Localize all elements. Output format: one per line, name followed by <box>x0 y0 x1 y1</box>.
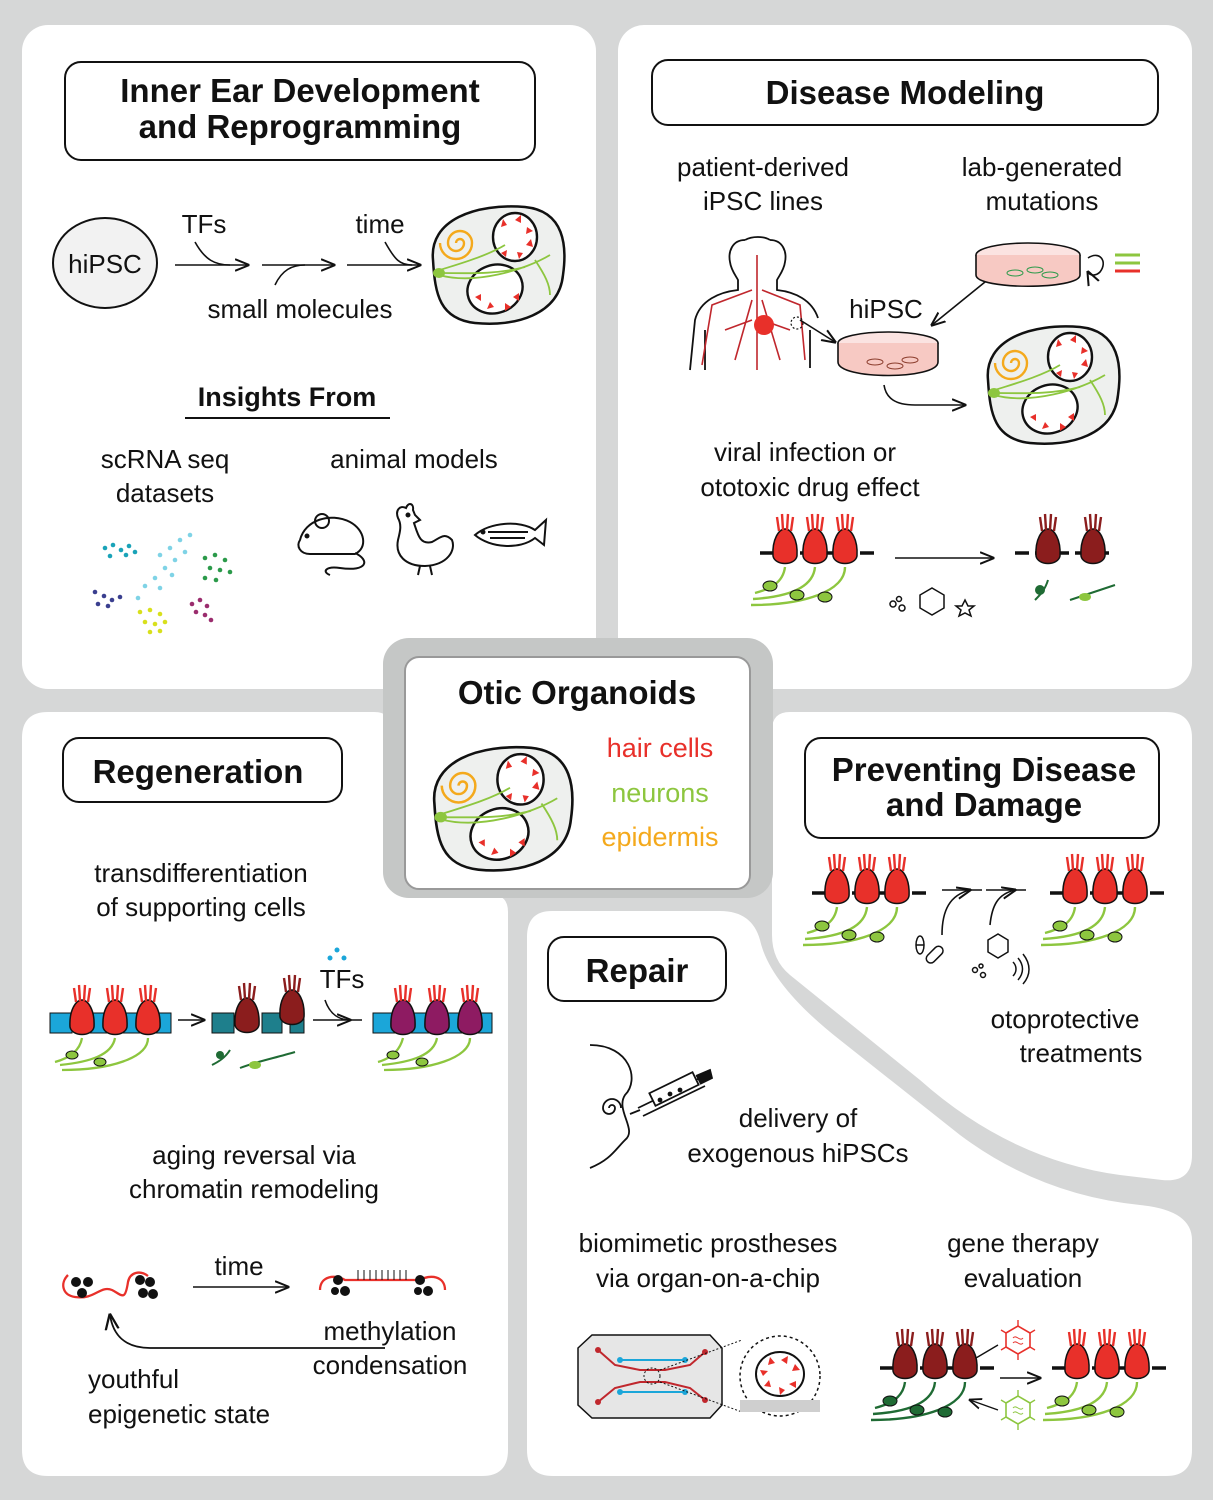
regen-arrow-2 <box>313 999 362 1020</box>
gene-bars-icon <box>1115 253 1140 273</box>
lab-line1: lab-generated <box>962 152 1122 182</box>
virus-icons <box>970 1320 1036 1430</box>
disease-title-box <box>651 59 1159 126</box>
delivery-line2: exogenous hiPSCs <box>687 1138 908 1168</box>
disease-hipsc-label: hiPSC <box>849 294 923 324</box>
lab-arrow <box>932 281 986 325</box>
preventing-arrow-1 <box>941 890 982 936</box>
legend-epidermis: epidermis <box>601 822 718 852</box>
development-title-box <box>64 61 536 161</box>
scrna-clusters <box>92 532 233 635</box>
supporting-cells-start <box>49 983 172 1072</box>
bio-line1: biomimetic prostheses <box>579 1228 838 1258</box>
legend-hair-cells: hair cells <box>607 733 714 763</box>
vessels <box>701 255 806 370</box>
center-title: Otic Organoids <box>458 674 696 711</box>
reversal-arrow <box>110 1315 385 1349</box>
development-arrows <box>175 241 420 286</box>
small-molecules-label: small molecules <box>208 294 393 324</box>
biopsy-marker <box>790 316 804 330</box>
chromatin-condensed <box>318 1270 447 1296</box>
trans-line2: of supporting cells <box>96 892 306 922</box>
time-label: time <box>355 209 404 239</box>
hipsc-dish <box>837 331 939 377</box>
preventing-title-line2: and Damage <box>886 786 1082 823</box>
supporting-cells-damaged <box>211 973 306 1069</box>
otoprotective-line2: treatments <box>1020 1038 1143 1068</box>
repair-title: Repair <box>586 952 689 989</box>
organ-on-chip-icon <box>577 1334 821 1419</box>
regeneration-title: Regeneration <box>93 753 304 790</box>
development-title-line1: Inner Ear Development <box>120 72 479 109</box>
zebrafish-icon <box>473 517 548 547</box>
hair-cells-damaged <box>1015 512 1116 601</box>
ear-injection-icon <box>589 1044 714 1169</box>
patient-arrow <box>799 319 835 342</box>
supporting-cells-regenerated <box>372 983 493 1072</box>
regen-tfs-label: TFs <box>320 964 365 994</box>
drug-icons <box>889 587 977 618</box>
gene-line2: evaluation <box>964 1263 1083 1293</box>
scrna-line1: scRNA seq <box>101 444 230 474</box>
bio-line2: via organ-on-a-chip <box>596 1263 820 1293</box>
organoid-disease <box>986 325 1121 445</box>
animal-models-label: animal models <box>330 444 498 474</box>
hipsc-cell <box>52 217 158 309</box>
tfs-label: TFs <box>182 209 227 239</box>
preventing-arrow-2 <box>986 890 1026 926</box>
gene-line1: gene therapy <box>947 1228 1099 1258</box>
otoprotective-line1: otoprotective <box>991 1004 1140 1034</box>
dish-to-organoid-arrow <box>883 384 965 405</box>
regeneration-title-box <box>62 737 343 803</box>
lab-dish <box>975 242 1081 288</box>
hipsc-label: hiPSC <box>68 249 142 279</box>
lab-line2: mutations <box>986 186 1099 216</box>
preventing-title-line1: Preventing Disease <box>832 751 1136 788</box>
youthful-line2: epigenetic state <box>88 1399 270 1429</box>
organoid-development <box>431 205 566 325</box>
preventing-title-box <box>804 737 1160 839</box>
development-title-line2: and Reprogramming <box>139 108 462 145</box>
patient-line2: iPSC lines <box>703 186 823 216</box>
methyl-line2: condensation <box>313 1350 468 1380</box>
aging-line2: chromatin remodeling <box>129 1174 379 1204</box>
chromatin-open <box>62 1271 158 1299</box>
disease-title: Disease Modeling <box>766 74 1045 111</box>
methyl-line1: methylation <box>324 1316 457 1346</box>
viral-line2: ototoxic drug effect <box>700 472 920 502</box>
aging-line1: aging reversal via <box>152 1140 356 1170</box>
repair-title-box <box>547 936 727 1002</box>
chromatin-time-label: time <box>214 1251 263 1281</box>
insights-heading: Insights From <box>198 382 377 412</box>
trans-line1: transdifferentiation <box>94 858 307 888</box>
legend-neurons: neurons <box>611 778 709 808</box>
crispr-cycle-icon <box>1088 254 1104 275</box>
tfs-drops <box>327 947 347 961</box>
otoprotective-icons <box>915 933 1030 985</box>
organoid-center <box>432 745 574 872</box>
viral-line1: viral infection or <box>714 437 896 467</box>
chicken-icon <box>396 503 454 576</box>
panel-development <box>22 25 596 689</box>
patient-line1: patient-derived <box>677 152 849 182</box>
panel-regeneration <box>22 712 508 1476</box>
youthful-line1: youthful <box>88 1364 179 1394</box>
mouse-icon <box>297 513 366 576</box>
scrna-line2: datasets <box>116 478 214 508</box>
heart-icon <box>754 315 774 335</box>
delivery-line1: delivery of <box>739 1103 858 1133</box>
